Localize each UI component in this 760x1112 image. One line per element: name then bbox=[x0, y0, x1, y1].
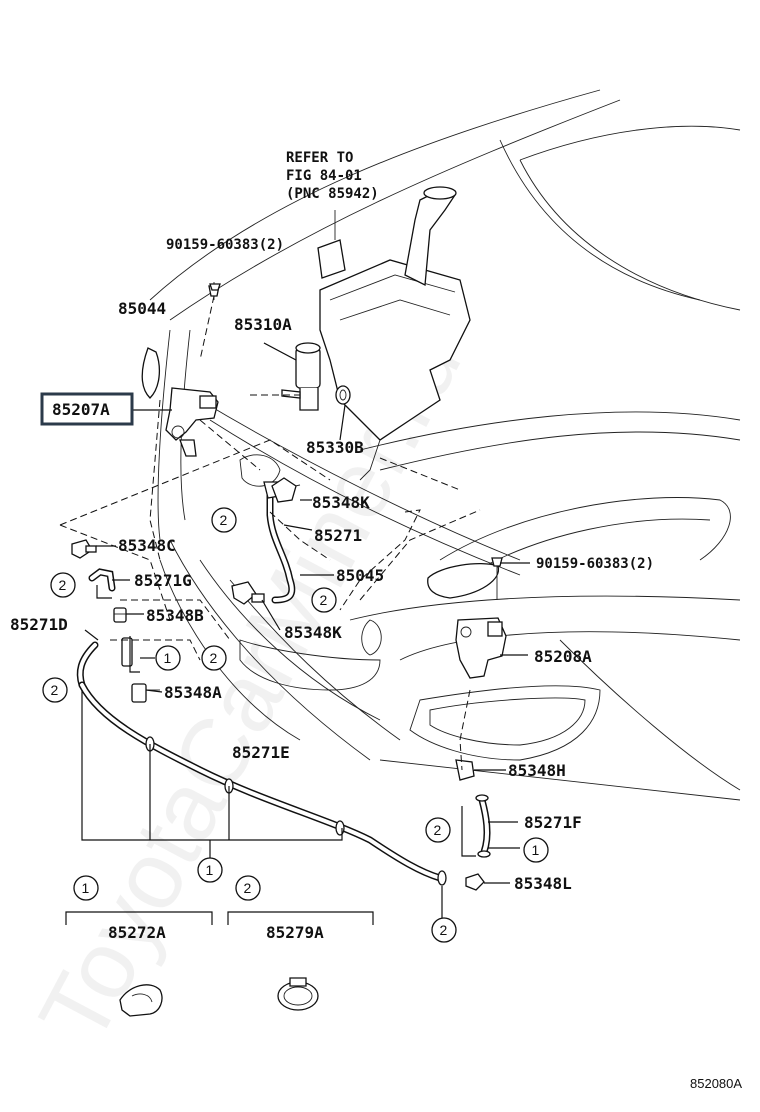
bolt-90159-right bbox=[491, 557, 503, 600]
callout-2-text: 2 bbox=[220, 512, 228, 528]
label-90159-top[interactable]: 90159-60383(2) bbox=[166, 237, 284, 253]
callout-2: 2 bbox=[50, 572, 76, 598]
callout-2: 2 bbox=[201, 645, 227, 671]
connector-85348H bbox=[455, 759, 475, 781]
legend-key-1: 1 bbox=[73, 875, 99, 901]
callout-2-text: 2 bbox=[434, 822, 442, 838]
connector-85348L bbox=[465, 873, 485, 891]
bolt-90159-top bbox=[209, 283, 221, 291]
label-85310A[interactable]: 85310A bbox=[234, 315, 292, 334]
label-85271[interactable]: 85271 bbox=[314, 526, 362, 545]
reference-note: REFER TO FIG 84-01 (PNC 85942) bbox=[286, 150, 379, 202]
legend-key-2-text: 2 bbox=[244, 880, 252, 896]
label-85330B[interactable]: 85330B bbox=[306, 438, 364, 457]
reference-line-1: REFER TO bbox=[286, 150, 353, 166]
connector-85348B bbox=[113, 607, 127, 623]
callout-2-text: 2 bbox=[440, 922, 448, 938]
hose-85271F bbox=[475, 794, 491, 858]
headlamp-cleaner-right bbox=[455, 617, 507, 679]
callout-1: 1 bbox=[523, 837, 549, 863]
legend-key-1-text: 1 bbox=[82, 880, 90, 896]
leader-lines bbox=[59, 295, 530, 920]
highlight-box bbox=[40, 392, 134, 426]
label-85271D[interactable]: 85271D bbox=[10, 615, 68, 634]
label-85348C[interactable]: 85348C bbox=[118, 536, 176, 555]
label-85044[interactable]: 85044 bbox=[118, 299, 166, 318]
label-85348H[interactable]: 85348H bbox=[508, 761, 566, 780]
callouts: 2 2 2 1 2 2 2 1 1 2 1 2 bbox=[42, 507, 549, 943]
label-85348A[interactable]: 85348A bbox=[164, 683, 222, 702]
vehicle-body-outline bbox=[149, 89, 741, 801]
callout-2: 2 bbox=[431, 917, 457, 943]
callout-2: 2 bbox=[42, 677, 68, 703]
label-85272A[interactable]: 85272A bbox=[108, 923, 166, 942]
legend-key-2: 2 bbox=[235, 875, 261, 901]
clamp-85279A-drawing bbox=[277, 977, 319, 1011]
label-85348K-top[interactable]: 85348K bbox=[312, 493, 370, 512]
callout-2-text: 2 bbox=[51, 682, 59, 698]
label-85045[interactable]: 85045 bbox=[336, 566, 384, 585]
cover-85045 bbox=[427, 563, 500, 599]
clip-85272A-drawing bbox=[119, 984, 163, 1017]
part-labels: 90159-60383(2) 85044 85310A 85207A 85330… bbox=[10, 237, 654, 942]
connector-85348A bbox=[131, 683, 160, 703]
watermark: ToyotaCarMiner.ru bbox=[19, 317, 482, 1060]
label-90159-right[interactable]: 90159-60383(2) bbox=[536, 556, 654, 572]
legend bbox=[65, 911, 374, 1017]
callout-2: 2 bbox=[425, 817, 451, 843]
callout-1-text: 1 bbox=[532, 842, 540, 858]
label-85208A[interactable]: 85208A bbox=[534, 647, 592, 666]
label-85271E[interactable]: 85271E bbox=[232, 743, 290, 762]
label-85207A[interactable]: 85207A bbox=[52, 400, 110, 419]
figure-code: 852080A bbox=[690, 1076, 742, 1091]
cover-85044 bbox=[141, 347, 161, 399]
label-85271F[interactable]: 85271F bbox=[524, 813, 582, 832]
callout-2-text: 2 bbox=[320, 592, 328, 608]
connector-85348C bbox=[71, 539, 97, 559]
callout-1-text: 1 bbox=[164, 650, 172, 666]
label-85348K-mid[interactable]: 85348K bbox=[284, 623, 342, 642]
label-85279A[interactable]: 85279A bbox=[266, 923, 324, 942]
pump-85310A bbox=[263, 342, 321, 411]
callout-1: 1 bbox=[197, 857, 223, 883]
connector-85348K-top bbox=[271, 477, 297, 503]
hose-85271G bbox=[88, 568, 116, 592]
callout-2-text: 2 bbox=[210, 650, 218, 666]
reference-line-3: (PNC 85942) bbox=[286, 186, 379, 202]
callout-1: 1 bbox=[155, 645, 181, 671]
callout-2-text: 2 bbox=[59, 577, 67, 593]
callout-2: 2 bbox=[211, 507, 237, 533]
washer-tank bbox=[317, 186, 471, 481]
reference-line-2: FIG 84-01 bbox=[286, 168, 362, 184]
connector-85348K-mid bbox=[231, 581, 265, 605]
grommet-85330B bbox=[335, 385, 351, 405]
label-85348B[interactable]: 85348B bbox=[146, 606, 204, 625]
label-85271G[interactable]: 85271G bbox=[134, 571, 192, 590]
hose-85271E bbox=[78, 681, 447, 886]
callout-2: 2 bbox=[311, 587, 337, 613]
label-85348L[interactable]: 85348L bbox=[514, 874, 572, 893]
hose-85271D bbox=[76, 641, 99, 689]
callout-1-text: 1 bbox=[206, 862, 214, 878]
